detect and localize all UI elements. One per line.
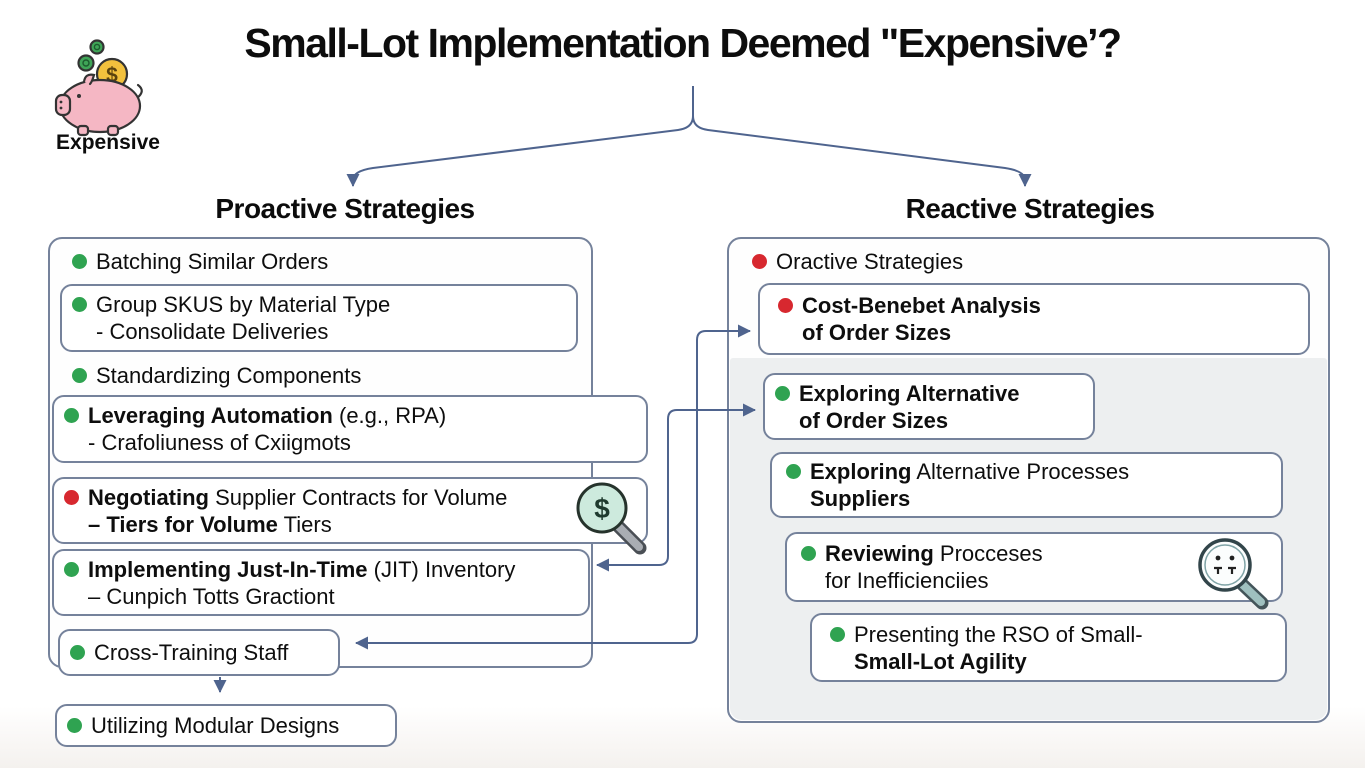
item-cross-training: Cross-Training Staff	[58, 629, 340, 676]
item-text: Leveraging Automation (e.g., RPA)- Crafo…	[88, 402, 446, 456]
item-text-line: Exploring Alternative Processes	[810, 459, 1130, 484]
item-text: Standardizing Components	[96, 362, 361, 389]
green-bullet-icon	[70, 645, 85, 660]
item-negotiating: Negotiating Supplier Contracts for Volum…	[52, 477, 648, 544]
item-modular-designs: Utilizing Modular Designs	[55, 704, 397, 747]
green-bullet-icon	[72, 297, 87, 312]
item-text: Batching Similar Orders	[96, 248, 328, 275]
green-bullet-icon	[830, 626, 845, 642]
item-text-line: Negotiating Supplier Contracts for Volum…	[88, 484, 508, 510]
item-text-line: – Cunpich Totts Gractiont	[88, 583, 335, 609]
item-text-line: for Inefficienciies	[825, 568, 989, 593]
item-text: Oractive Strategies	[776, 248, 963, 275]
item-text: Group SKUS by Material Type- Consolidate…	[96, 291, 390, 345]
item-batching: Batching Similar Orders	[62, 245, 402, 277]
item-leveraging: Leveraging Automation (e.g., RPA)- Crafo…	[52, 395, 648, 463]
title-branch-left	[346, 86, 694, 187]
item-text-line: Suppliers	[810, 486, 911, 511]
item-text-line: Presenting the RSO of Small-	[854, 621, 1143, 647]
item-text-line: Utilizing Modular Designs	[91, 713, 340, 738]
item-text-line: Standardizing Components	[96, 362, 362, 388]
green-bullet-icon	[801, 546, 816, 561]
green-bullet-icon	[64, 561, 79, 577]
red-bullet-icon	[64, 489, 79, 505]
green-bullet-icon	[775, 385, 790, 401]
item-text-line: - Consolidate Deliveries	[96, 319, 329, 344]
item-text-line: Small-Lot Agility	[854, 648, 1027, 674]
item-text: Utilizing Modular Designs	[91, 712, 339, 739]
expensive-badge-label: Expensive	[56, 131, 160, 154]
item-text-line: Exploring Alternative	[799, 380, 1020, 406]
item-text-line: Oractive Strategies	[776, 248, 964, 274]
item-text-line: Batching Similar Orders	[96, 248, 329, 274]
green-bullet-icon	[67, 718, 82, 733]
red-bullet-icon	[778, 298, 793, 313]
item-group-skus: Group SKUS by Material Type- Consolidate…	[60, 284, 578, 352]
item-text-line: - Crafoliuness of Cxiigmots	[88, 430, 351, 455]
item-text-line: Cost-Benebet Analysis	[802, 293, 1041, 318]
proactive-strategies-header: Proactive Strategies	[215, 193, 475, 224]
item-text: Implementing Just-In-Time (JIT) Inventor…	[88, 556, 515, 610]
green-bullet-icon	[72, 253, 87, 269]
item-text: Negotiating Supplier Contracts for Volum…	[88, 484, 507, 538]
item-text-line: Reviewing Procceses	[825, 541, 1043, 566]
reactive-strategies-header: Reactive Strategies	[905, 193, 1155, 224]
item-text-line: Implementing Just-In-Time (JIT) Inventor…	[88, 556, 516, 582]
item-text-line: Cross-Training Staff	[94, 640, 289, 665]
item-text-line: Leveraging Automation (e.g., RPA)	[88, 403, 447, 428]
green-bullet-icon	[72, 367, 87, 383]
item-text: Presenting the RSO of Small-Small-Lot Ag…	[854, 621, 1143, 675]
diagram-title: Small-Lot Implementation Deemed "Expensi…	[244, 20, 1122, 66]
item-presenting: Presenting the RSO of Small-Small-Lot Ag…	[810, 613, 1287, 682]
item-jit: Implementing Just-In-Time (JIT) Inventor…	[52, 549, 590, 616]
red-bullet-icon	[752, 253, 767, 269]
item-standardizing: Standardizing Components	[62, 359, 402, 391]
item-oractive: Oractive Strategies	[742, 245, 1072, 277]
item-text-line: Group SKUS by Material Type	[96, 292, 391, 317]
item-text-line: of Order Sizes	[799, 407, 949, 433]
title-branch-right	[692, 86, 1032, 187]
item-text: Cross-Training Staff	[94, 639, 288, 666]
item-text-line: – Tiers for Volume Tiers	[88, 511, 332, 537]
item-text-line: of Order Sizes	[802, 320, 952, 345]
svg-text:$: $	[106, 64, 118, 87]
green-bullet-icon	[786, 464, 801, 479]
green-bullet-icon	[64, 408, 79, 423]
